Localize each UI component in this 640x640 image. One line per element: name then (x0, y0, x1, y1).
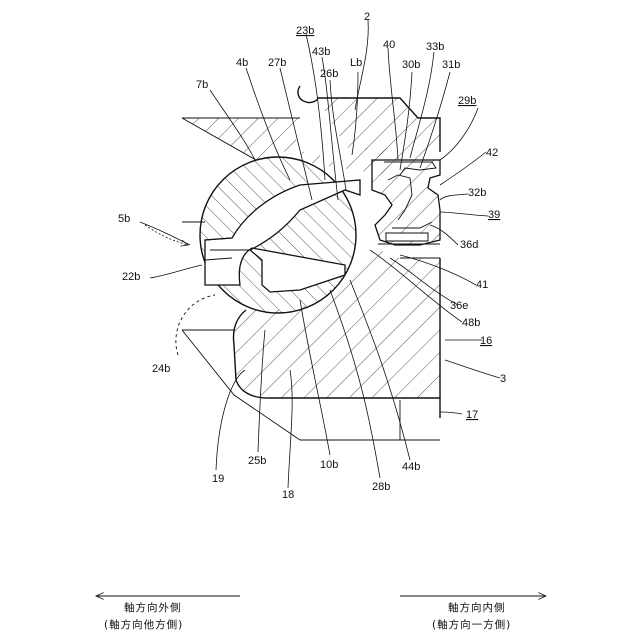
hidden-line-24b (176, 295, 215, 355)
inner-direction-sublabel: (軸方向一方側) (432, 618, 511, 631)
label-7b: 7b (196, 79, 208, 91)
label-18: 18 (282, 489, 294, 501)
seal-assembly-39 (372, 160, 440, 245)
outer-direction-sublabel: (軸方向他方側) (104, 618, 183, 631)
inner-direction-label: 軸方向内側 (448, 601, 506, 614)
label-2: 2 (364, 11, 370, 23)
label-5b: 5b (118, 213, 130, 225)
label-31b: 31b (442, 59, 460, 71)
arrow-5b (145, 225, 188, 245)
label-41: 41 (476, 279, 488, 291)
label-48b: 48b (462, 317, 480, 329)
label-3: 3 (500, 373, 506, 385)
label-25b: 25b (248, 455, 266, 467)
label-4b: 4b (236, 57, 248, 69)
label-17: 17 (466, 409, 478, 421)
label-39: 39 (488, 209, 500, 221)
label-43b: 43b (312, 46, 330, 58)
label-28b: 28b (372, 481, 390, 493)
label-27b: 27b (268, 57, 286, 69)
label-26b: 26b (320, 68, 338, 80)
label-32b: 32b (468, 187, 486, 199)
housing-top (298, 86, 440, 160)
axial-direction-outer: 軸方向外側 (軸方向他方側) (96, 596, 240, 631)
label-24b: 24b (152, 363, 170, 375)
axial-direction-inner: 軸方向内側 (軸方向一方側) (400, 596, 546, 631)
label-lb: Lb (350, 57, 362, 69)
label-10b: 10b (320, 459, 338, 471)
label-19: 19 (212, 473, 224, 485)
label-36e: 36e (450, 300, 468, 312)
label-42: 42 (486, 147, 498, 159)
outer-direction-label: 軸方向外側 (124, 601, 182, 614)
label-36d: 36d (460, 239, 478, 251)
label-22b: 22b (122, 271, 140, 283)
label-30b: 30b (402, 59, 420, 71)
label-44b: 44b (402, 461, 420, 473)
label-16: 16 (480, 335, 492, 347)
label-33b: 33b (426, 41, 444, 53)
label-40: 40 (383, 39, 395, 51)
label-29b: 29b (458, 95, 476, 107)
label-23b: 23b (296, 25, 314, 37)
